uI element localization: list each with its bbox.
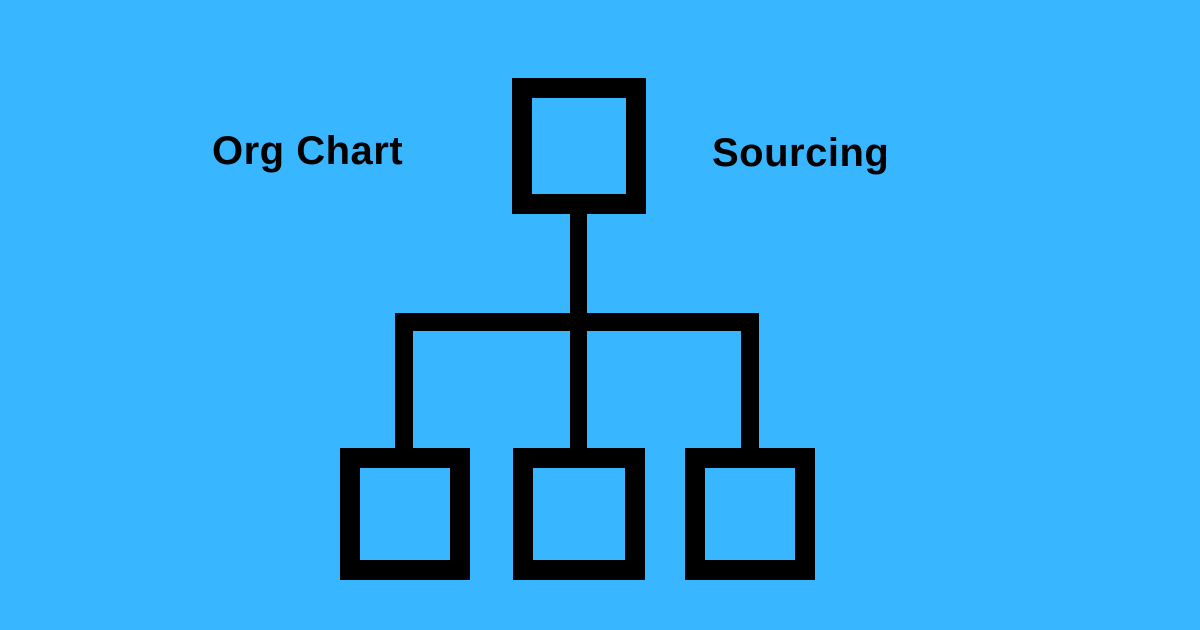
org-node-bottom-right (685, 448, 815, 580)
org-node-bottom-left (340, 448, 470, 580)
connector-drop-left (395, 313, 413, 463)
right-caption: Sourcing (712, 131, 890, 175)
connector-drop-right (741, 313, 759, 463)
left-caption: Org Chart (212, 129, 404, 173)
org-node-bottom-center (513, 448, 645, 580)
org-node-top (512, 78, 646, 214)
connector-stem (570, 205, 587, 331)
connector-drop-center (570, 313, 587, 463)
